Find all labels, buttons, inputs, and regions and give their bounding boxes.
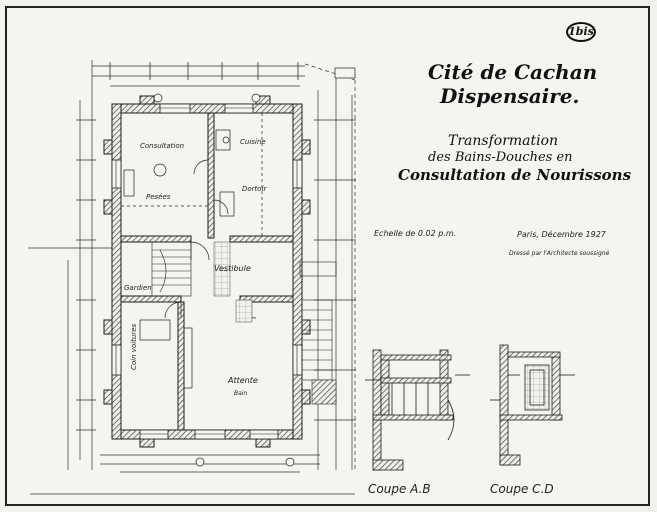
dimension-lines bbox=[28, 60, 356, 495]
exterior-stairs bbox=[299, 261, 337, 405]
room-dortoir: Dortoir bbox=[242, 185, 267, 193]
room-pesees: Pesées bbox=[146, 193, 171, 201]
section-c-d bbox=[490, 344, 575, 466]
staircase bbox=[151, 241, 192, 297]
section-a-b bbox=[365, 349, 470, 471]
building-walls bbox=[103, 95, 311, 448]
subtitle-line-1: Transformation bbox=[448, 133, 559, 149]
room-gardien: Gardien bbox=[124, 284, 152, 292]
drawn-by-note: Dressé par l'Architecte soussigné bbox=[509, 250, 610, 257]
subtitle-line-3: Consultation de Nourissons bbox=[398, 166, 632, 184]
subtitle-line-2: des Bains-Douches en bbox=[428, 150, 573, 165]
room-attente: Attente bbox=[228, 376, 258, 385]
title-line-1: Cité de Cachan bbox=[428, 60, 598, 84]
room-bain: Bain bbox=[234, 390, 248, 397]
section-c-d-label: Coupe C.D bbox=[490, 482, 554, 496]
scale-note: Echelle de 0.02 p.m. bbox=[374, 229, 457, 238]
title-line-2: Dispensaire. bbox=[440, 84, 580, 108]
room-vestibule: Vestibule bbox=[214, 264, 251, 273]
date-note: Paris, Décembre 1927 bbox=[517, 230, 606, 239]
sheet-number-badge: 1bis bbox=[566, 22, 596, 42]
room-cuisine: Cuisine bbox=[240, 138, 266, 146]
room-coin-voitures: Coin voitures bbox=[130, 323, 138, 370]
room-consultation: Consultation bbox=[140, 142, 185, 150]
section-a-b-label: Coupe A.B bbox=[368, 482, 431, 496]
